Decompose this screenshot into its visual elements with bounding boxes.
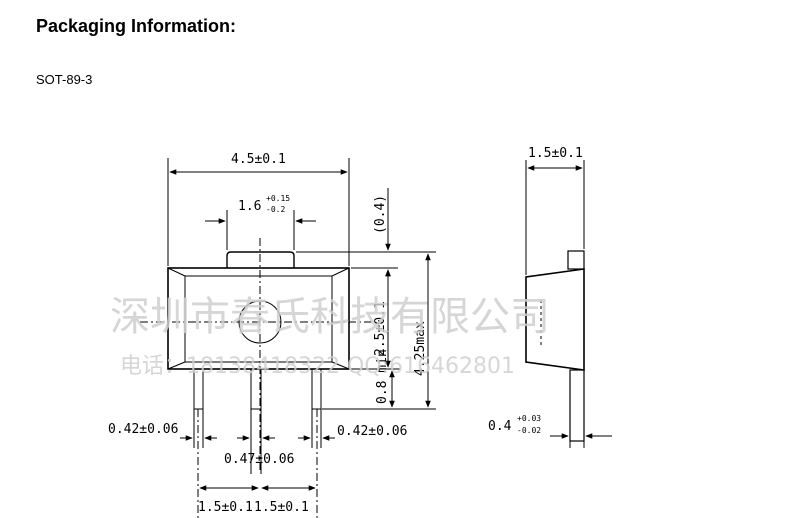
tab-height-label: (0.4)	[373, 195, 388, 234]
lead-thickness-tol-minus: -0.02	[517, 426, 541, 435]
package-tab	[226, 251, 295, 268]
body-height-label: 2.5±0.1	[373, 301, 388, 356]
section-heading: Packaging Information:	[36, 16, 237, 36]
tab-width-tol-minus: -0.2	[266, 205, 285, 214]
lead-thickness-label: 0.4	[488, 419, 512, 434]
total-height-label: 4.25max	[413, 321, 428, 376]
outer-lead-width-label: 0.42±0.06	[108, 422, 178, 437]
lead-length-label: 0.8 min	[375, 349, 390, 404]
pitch-right-label: 1.5±0.1	[254, 500, 309, 515]
side-thickness-label: 1.5±0.1	[528, 146, 583, 161]
package-name: SOT-89-3	[36, 72, 93, 87]
lead-thickness-tol-plus: +0.03	[517, 414, 541, 423]
overall-width-label: 4.5±0.1	[231, 152, 286, 167]
watermark-contact: 电话：18138418322 QQ:616462801	[120, 354, 515, 379]
package-body-inner	[184, 275, 333, 363]
lead-center	[250, 368, 262, 410]
tab-width-label: 1.6	[238, 199, 261, 214]
tab-width-tol-plus: +0.15	[266, 194, 290, 203]
watermark-company: 深圳市春氏科技有限公司	[110, 294, 550, 340]
side-tab	[567, 250, 585, 270]
side-lead	[569, 369, 585, 442]
side-body	[525, 268, 585, 371]
pitch-left-label: 1.5±0.1	[198, 500, 253, 515]
front-view	[140, 158, 436, 518]
outer-lead-width-right-label: 0.42±0.06	[337, 424, 407, 439]
side-view	[525, 160, 612, 448]
center-lead-width-label: 0.47±0.06	[224, 452, 294, 467]
